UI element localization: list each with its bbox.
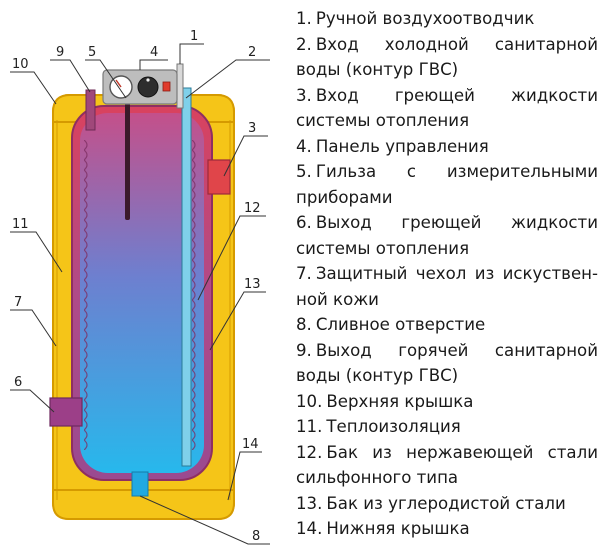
legend-item-number: 2. (296, 34, 312, 54)
legend-item-number: 8. (296, 315, 312, 334)
leader-line-1 (179, 43, 204, 64)
legend-item: 4.Панель управления (296, 134, 598, 160)
bottom-cover (52, 489, 235, 520)
legend-item: 5.Гильза с измерительными приборами (296, 159, 598, 210)
legend-item-text: Ручной воздухоотводчик (315, 9, 535, 28)
drain-hole (131, 471, 149, 497)
legend-item: 14.Нижняя крышка (296, 516, 598, 542)
bellows-ridges-right (192, 140, 204, 450)
legend-item-number: 11. (296, 417, 323, 436)
legend-item: 12.Бак из нержавеющей стали сильфонного … (296, 440, 598, 491)
cold-water-inlet-pipe (181, 87, 192, 467)
leader-line-13 (209, 291, 266, 351)
legend-item-number: 13. (296, 493, 323, 513)
leader-line-2 (185, 59, 270, 99)
dial-needle (115, 79, 122, 88)
manual-air-vent (176, 63, 184, 109)
leader-line-6 (10, 389, 55, 413)
legend-item-number: 9. (296, 340, 312, 360)
callout-label-12: 12 (244, 201, 261, 216)
legend-item-number: 3. (296, 85, 312, 105)
callout-label-8: 8 (252, 529, 260, 544)
legend-item: 1.Ручной воздухоотводчик (296, 6, 598, 32)
legend-item: 3.Вход греющей жидкости системы отоплени… (296, 83, 598, 134)
legend-item-text: Теплоизоляция (326, 417, 461, 436)
legend-item-text: Нижняя крышка (326, 519, 470, 538)
leader-line-7 (10, 309, 57, 347)
heating-fluid-inlet (207, 159, 231, 195)
legend-item-text: Защитный чехол из искуствен-ной кожи (296, 264, 598, 309)
callout-label-9: 9 (56, 45, 64, 60)
thermostat-knob (137, 76, 159, 98)
boiler-diagram: 1 2 3 4 5 6 7 8 9 10 11 12 13 14 (10, 29, 270, 545)
legend-item-number: 6. (296, 213, 312, 232)
legend-item-number: 10. (296, 391, 323, 411)
leader-line-9 (50, 59, 91, 93)
callout-label-10: 10 (12, 57, 29, 72)
legend-item-text: Выход горячей санитарной воды (контур ГВ… (296, 340, 598, 386)
legend-item-number: 7. (296, 264, 312, 283)
callout-label-4: 4 (150, 45, 158, 60)
bellows-ridges-left (80, 140, 92, 450)
legend-item-number: 1. (296, 9, 312, 28)
leader-line-3 (223, 135, 268, 177)
callout-label-7: 7 (14, 295, 22, 310)
legend-item-text: Верхняя крышка (326, 391, 474, 411)
leader-line-14 (227, 451, 262, 501)
legend-item-text: Гильза с измерительными приборами (296, 162, 598, 207)
legend-item: 7.Защитный чехол из искуствен-ной кожи (296, 261, 598, 312)
leader-line-12 (197, 215, 266, 301)
legend-item: 6.Выход греющей жидкости системы отоплен… (296, 210, 598, 261)
legend-item-text: Панель управления (315, 136, 489, 156)
callout-label-6: 6 (14, 375, 22, 390)
callout-label-3: 3 (248, 121, 256, 136)
legend-item-text: Бак из нержавеющей стали сильфонного тип… (296, 442, 598, 488)
callout-label-5: 5 (88, 45, 96, 60)
instrument-sleeve (125, 96, 130, 220)
legend-item-number: 5. (296, 162, 312, 181)
leader-line-8 (139, 495, 270, 545)
legend-item-text: Сливное отверстие (315, 315, 486, 334)
leader-line-5 (85, 59, 127, 99)
callout-label-14: 14 (242, 437, 259, 452)
legend-item-number: 12. (296, 442, 323, 462)
legend-item: 9.Выход горячей санитарной воды (контур … (296, 338, 598, 389)
leader-line-11 (10, 231, 63, 273)
callout-label-1: 1 (190, 29, 198, 44)
callout-label-2: 2 (248, 45, 256, 60)
legend-item-text: Выход греющей жидкости системы отопления (296, 213, 598, 258)
leader-line-4 (139, 59, 168, 70)
legend-item-text: Бак из углеродистой стали (326, 493, 566, 513)
legend-item-text: Вход холодной санитарной воды (контур ГВ… (296, 34, 598, 80)
legend-item-number: 4. (296, 136, 312, 156)
legend-item-text: Вход греющей жидкости системы отопления (296, 85, 598, 131)
heating-fluid-outlet (49, 397, 83, 427)
knob-mark (146, 78, 150, 82)
legend-item: 2.Вход холодной санитарной воды (контур … (296, 32, 598, 83)
stainless-bellows-tank (80, 113, 204, 473)
legend-item: 10.Верхняя крышка (296, 389, 598, 415)
leader-line-10 (10, 71, 57, 105)
legend-item: 8.Сливное отверстие (296, 312, 598, 338)
callout-label-11: 11 (12, 217, 29, 232)
legend-item: 13.Бак из углеродистой стали (296, 491, 598, 517)
callout-label-13: 13 (244, 277, 261, 292)
legend-item-number: 14. (296, 519, 323, 538)
legend-item: 11.Теплоизоляция (296, 414, 598, 440)
indicator-lamp (162, 81, 171, 92)
hot-water-outlet-pipe (85, 89, 96, 131)
